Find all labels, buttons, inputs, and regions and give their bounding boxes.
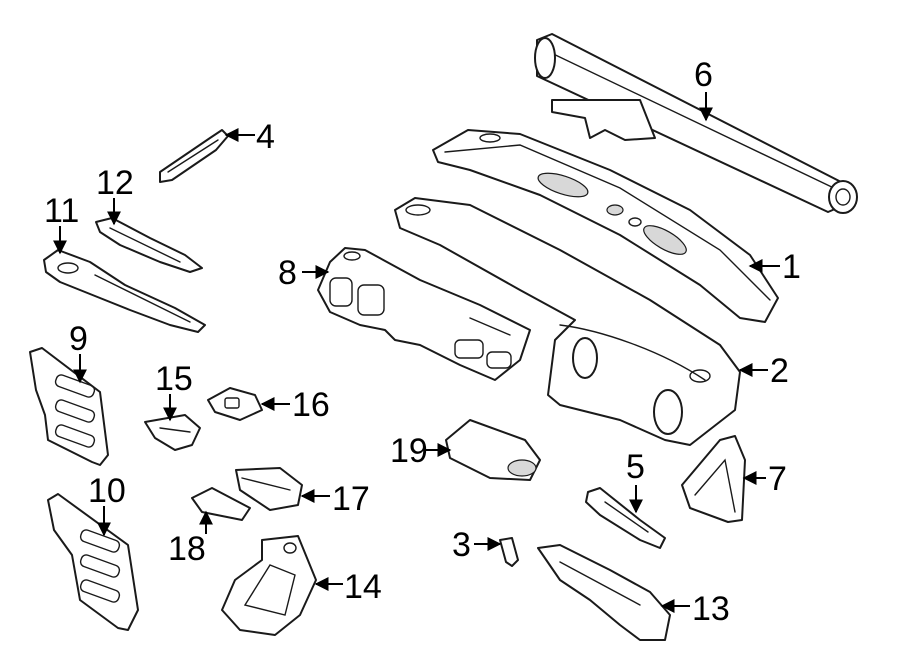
callout-label-1: 1 (782, 248, 801, 286)
callout-label-6: 6 (694, 56, 713, 94)
part-12-duct (95, 217, 203, 273)
part-4-duct (159, 129, 229, 183)
callout-label-4: 4 (256, 118, 275, 156)
callout-17: 17 (300, 480, 370, 518)
callout-11: 11 (44, 192, 79, 255)
callout-label-9: 9 (69, 320, 88, 358)
callout-label-13: 13 (692, 590, 730, 628)
callout-label-17: 17 (332, 480, 370, 518)
part-9-side-panel (29, 347, 109, 466)
callout-label-8: 8 (278, 254, 297, 292)
callout-9: 9 (69, 320, 88, 384)
callout-18: 18 (168, 510, 213, 568)
callout-label-18: 18 (168, 530, 206, 568)
callout-12: 12 (96, 164, 134, 226)
callout-label-11: 11 (44, 192, 79, 230)
part-1-upper-trim-pad (432, 129, 779, 323)
callout-15: 15 (155, 360, 193, 422)
callout-label-19: 19 (390, 432, 428, 470)
callout-label-3: 3 (452, 526, 471, 564)
callout-label-7: 7 (768, 460, 787, 498)
callout-8: 8 (278, 254, 330, 292)
part-16-bracket (207, 387, 263, 421)
callout-3: 3 (452, 526, 502, 564)
callout-label-14: 14 (344, 568, 382, 606)
callout-6: 6 (694, 56, 713, 122)
part-2-instrument-panel (394, 197, 741, 446)
callout-19: 19 (390, 432, 452, 470)
part-19-airbag-module (445, 419, 541, 481)
part-6-reinforcement-bar (534, 33, 858, 214)
callout-label-15: 15 (155, 360, 193, 398)
part-13-lower-panel (537, 544, 671, 641)
callout-10: 10 (88, 472, 126, 537)
callout-7: 7 (742, 460, 787, 498)
callout-label-12: 12 (96, 164, 134, 202)
callout-13: 13 (660, 590, 730, 628)
part-5-bracket (585, 487, 666, 549)
callout-16: 16 (260, 386, 330, 424)
part-10-side-panel (47, 493, 139, 631)
callout-14: 14 (314, 568, 382, 606)
part-11-duct (43, 249, 206, 333)
callout-1: 1 (748, 248, 801, 286)
callout-label-5: 5 (626, 448, 645, 486)
callout-2: 2 (738, 352, 789, 390)
part-8-cluster-bezel (317, 247, 531, 381)
part-15-bracket (144, 414, 201, 451)
part-14-storage-bin (221, 535, 317, 636)
callout-5: 5 (626, 448, 645, 514)
part-3-fastener (499, 537, 519, 567)
callout-label-10: 10 (88, 472, 126, 510)
callout-label-16: 16 (292, 386, 330, 424)
callout-label-2: 2 (770, 352, 789, 390)
part-7-end-cap (681, 435, 746, 523)
part-17-duct (235, 467, 303, 511)
callout-4: 4 (224, 118, 275, 156)
part-18-bracket (191, 487, 251, 521)
